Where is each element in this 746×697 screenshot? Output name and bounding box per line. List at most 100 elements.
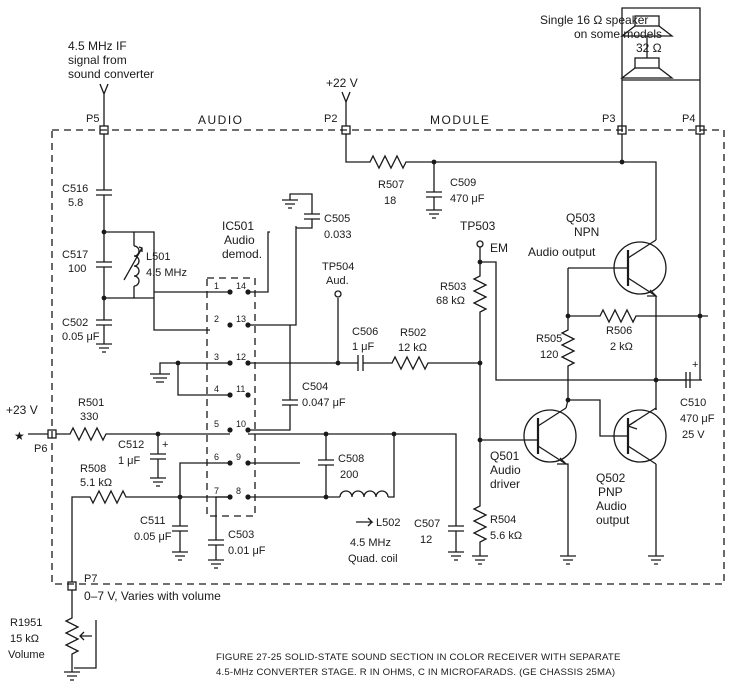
ground-c505	[282, 199, 298, 209]
c504-ref: C504	[302, 381, 328, 393]
c502-value: 0.05 μF	[62, 331, 100, 343]
c510-value: 470 μF	[680, 413, 715, 425]
c508-ref: C508	[338, 453, 364, 465]
c516-capacitor	[96, 189, 112, 196]
r1951-wiper	[74, 620, 97, 669]
c505-ref: C505	[324, 213, 350, 225]
r506-value: 2 kΩ	[610, 341, 633, 353]
module-label-audio: AUDIO	[198, 113, 244, 127]
r508-ref: R508	[80, 463, 106, 475]
c504-value: 0.047 μF	[302, 397, 346, 409]
c506-capacitor	[357, 355, 364, 371]
c517-value: 100	[68, 263, 86, 275]
ground-c509	[426, 209, 442, 219]
ground-q501	[560, 555, 576, 565]
ground-c502	[96, 343, 112, 353]
ic-pin-8: 8	[236, 486, 241, 496]
c512-value: 1 μF	[118, 455, 141, 467]
r1951-value: 15 kΩ	[10, 633, 39, 645]
ic-pin-13: 13	[236, 314, 246, 324]
port-p5-label: P5	[86, 113, 99, 125]
ic-pin-3: 3	[214, 352, 219, 362]
ic501-type2: demod.	[222, 247, 262, 261]
r503-value: 68 kΩ	[436, 295, 465, 307]
r507-ref: R507	[378, 179, 404, 191]
r507-resistor	[345, 134, 622, 170]
c506-ref: C506	[352, 326, 378, 338]
q501-desc1: Audio	[490, 463, 521, 477]
r506-resistor	[568, 308, 708, 324]
c516-ref: C516	[62, 183, 88, 195]
port-p7-label: P7	[84, 573, 97, 585]
c503-capacitor	[208, 539, 224, 546]
caption-line2: 4.5-MHz CONVERTER STAGE. R IN OHMS, C IN…	[216, 667, 615, 678]
l501-ref: L501	[146, 251, 170, 263]
tp503-ref: TP503	[460, 219, 496, 233]
r506-ref: R506	[606, 325, 632, 337]
ground-c511	[172, 551, 188, 561]
q502-desc2: output	[596, 513, 630, 527]
r507-value: 18	[384, 195, 396, 207]
speaker-note-line2: on some models	[574, 27, 662, 41]
ic-pin-4: 4	[214, 384, 219, 394]
c512-capacitor	[150, 453, 166, 460]
c511-value: 0.05 μF	[134, 531, 172, 543]
ic501-type: Audio	[224, 233, 255, 247]
ic-pin-10: 10	[236, 419, 246, 429]
ic501-body	[206, 277, 256, 517]
tp504-ref: TP504	[322, 261, 354, 273]
q501-ref: Q501	[490, 449, 520, 463]
caption-line1: FIGURE 27-25 SOLID-STATE SOUND SECTION I…	[216, 652, 621, 663]
c503-value: 0.01 μF	[228, 545, 266, 557]
if-source-line1: 4.5 MHz IF	[68, 39, 127, 53]
c503-ref: C503	[228, 529, 254, 541]
c508-capacitor	[318, 459, 334, 466]
q502-desc1: Audio	[596, 499, 627, 513]
r502-ref: R502	[400, 327, 426, 339]
c516-value: 5.8	[68, 197, 83, 209]
ic-pin-11: 11	[236, 384, 245, 394]
tp503-testpoint	[476, 240, 484, 248]
r501-resistor	[56, 426, 150, 442]
port-p2-label: P2	[324, 113, 337, 125]
r503-resistor	[472, 262, 488, 440]
l502-coil	[339, 490, 389, 498]
if-input-arrow	[99, 83, 109, 126]
port-p7	[67, 581, 77, 591]
c502-capacitor	[96, 319, 112, 326]
ic-pin-7: 7	[214, 486, 219, 496]
star-symbol: ★	[14, 429, 25, 443]
l501-tuning-arrow	[123, 246, 143, 281]
ic-pin-2: 2	[214, 314, 219, 324]
c506-value: 1 μF	[352, 341, 375, 353]
c512-polarity: +	[162, 439, 168, 451]
ic-pin-14: 14	[236, 281, 246, 291]
c505-capacitor	[304, 213, 320, 220]
c509-capacitor	[426, 191, 442, 198]
c502-ref: C502	[62, 317, 88, 329]
ic-pin-9: 9	[236, 452, 241, 462]
l502-value: 4.5 MHz	[350, 537, 391, 549]
r508-resistor	[71, 489, 196, 582]
ic-pin-1: 1	[214, 281, 219, 291]
supply-22v-arrow	[341, 91, 351, 126]
q503-desc: Audio output	[528, 245, 596, 259]
c505-value: 0.033	[324, 229, 352, 241]
port-p3-label: P3	[602, 113, 615, 125]
r505-resistor	[560, 316, 576, 400]
q503-type: NPN	[574, 225, 599, 239]
r504-resistor	[472, 440, 488, 556]
port-p6-label: P6	[34, 443, 47, 455]
ground-r504	[472, 555, 488, 565]
ground-c503	[208, 559, 224, 569]
q502-type: PNP	[598, 485, 623, 499]
l502-desc: Quad. coil	[348, 553, 398, 565]
c507-ref: C507	[414, 518, 440, 530]
supply-22v-label: +22 V	[326, 76, 358, 90]
r504-value: 5.6 kΩ	[490, 530, 522, 542]
ic-pin-5: 5	[214, 419, 219, 429]
c508-value: 200	[340, 469, 358, 481]
module-label-module: MODULE	[430, 113, 490, 127]
